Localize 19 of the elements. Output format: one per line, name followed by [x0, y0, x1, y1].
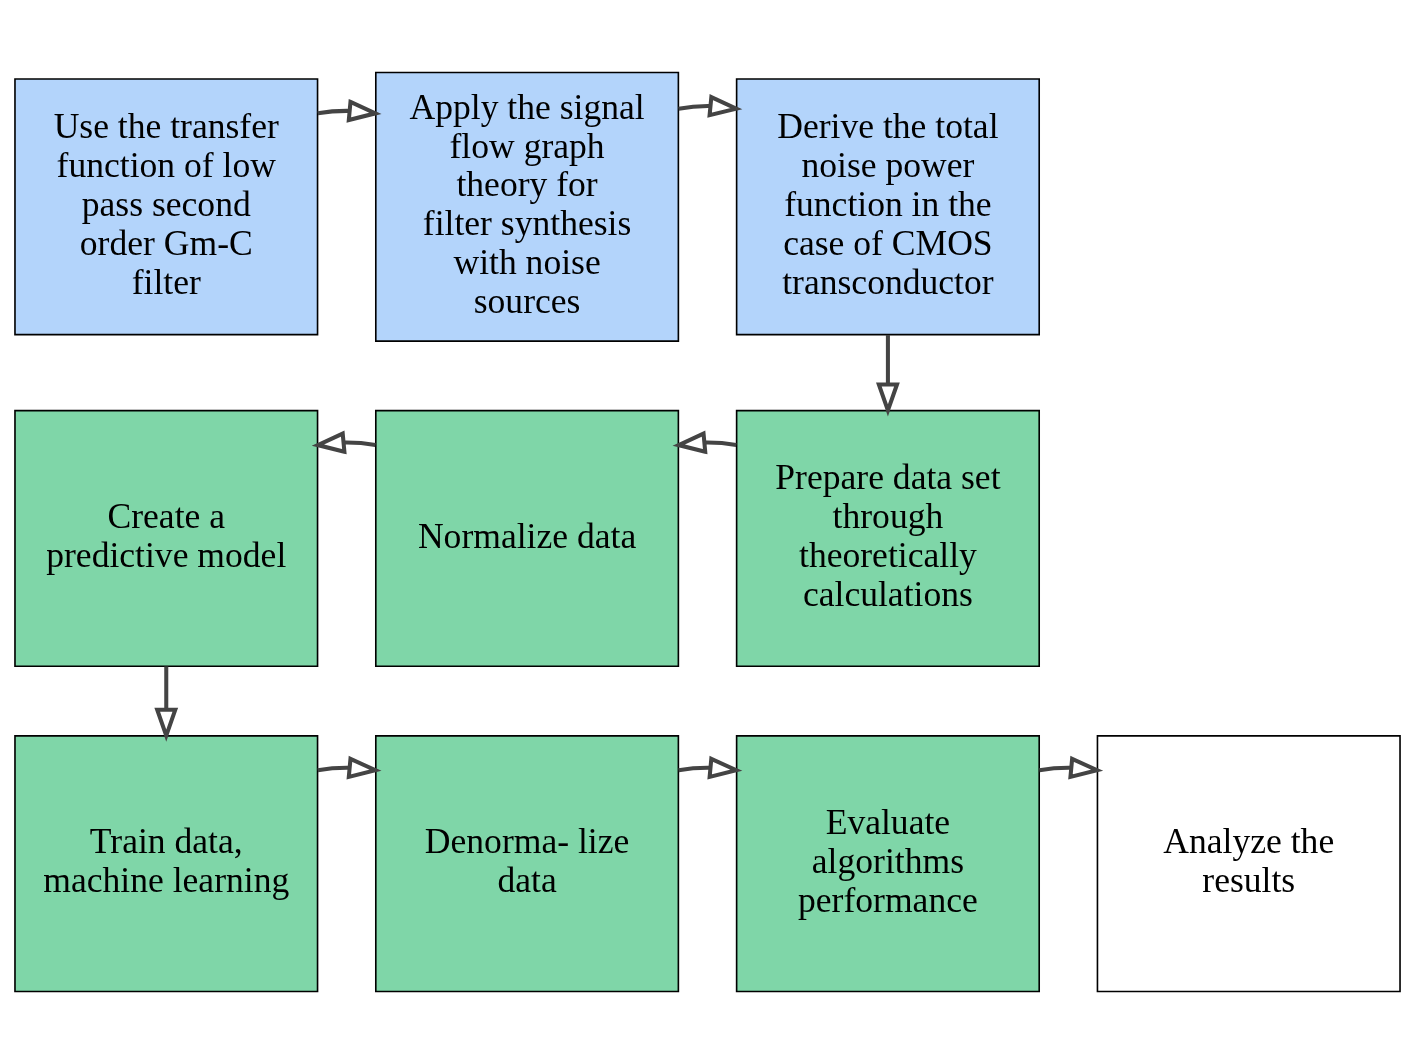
node-box: Derive the total noise power function in the case of CMOS transconductor	[735, 77, 1040, 335]
node-box: Analyze the results	[1096, 734, 1401, 992]
node-box: Train data, machine learning	[14, 734, 319, 992]
node-box: Prepare data set through theoretically calculations	[735, 409, 1040, 667]
arrow	[317, 98, 382, 123]
node-box: Denorma- lize data	[375, 734, 680, 992]
node-box: Apply the signal flow graph theory for filter synthesis with noise sources	[375, 71, 680, 342]
node-box: Use the transfer function of low pass second order Gm-C filter	[14, 77, 319, 335]
arrow	[317, 755, 382, 780]
arrow	[311, 430, 376, 454]
arrow	[678, 93, 743, 118]
arrow	[1039, 755, 1104, 780]
arrow	[678, 755, 743, 780]
node-box: Create a predictive model	[14, 409, 319, 667]
arrow	[876, 334, 900, 417]
node-box: Evaluate algorithms performance	[735, 734, 1040, 992]
arrow	[154, 665, 179, 742]
node-box: Normalize data	[375, 409, 680, 667]
arrow	[672, 430, 737, 454]
